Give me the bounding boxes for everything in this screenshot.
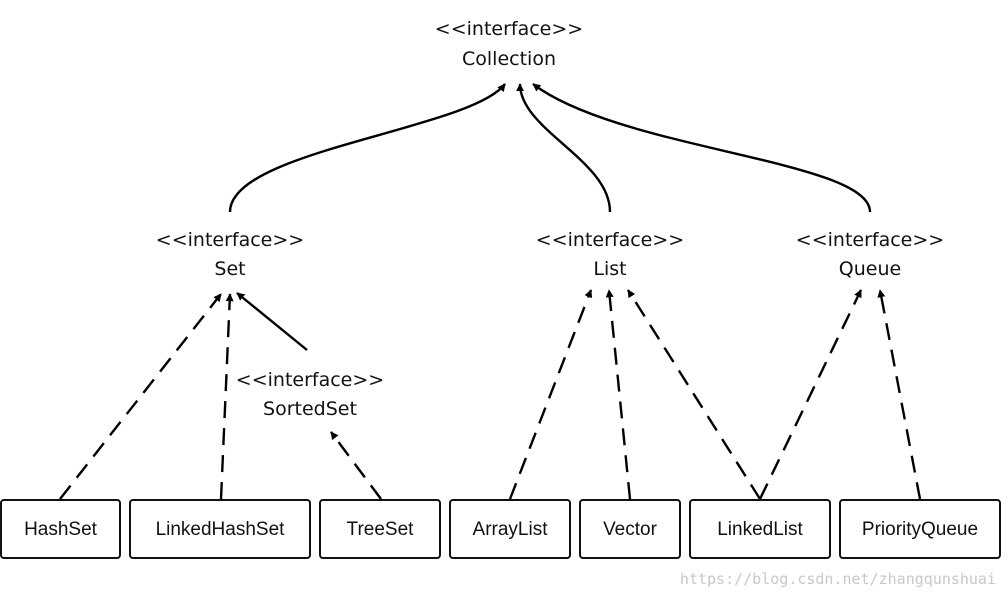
class-hashset: HashSet	[0, 499, 121, 559]
vector-box	[579, 499, 681, 559]
collection-stereotype: <<interface>>	[435, 18, 583, 40]
sortedset-stereotype: <<interface>>	[236, 369, 384, 391]
interface-collection: <<interface>> Collection	[435, 18, 583, 70]
linkedlist-label: LinkedList	[717, 519, 803, 540]
edge-list-to-collection	[516, 83, 612, 213]
edge-arraylist-to-list	[508, 289, 593, 500]
treeset-label: TreeSet	[347, 519, 415, 540]
watermark: https://blog.csdn.net/zhangqunshuai	[680, 570, 996, 588]
interface-list: <<interface>> List	[536, 229, 684, 280]
arraylist-label: ArrayList	[473, 519, 549, 540]
class-priorityqueue: PriorityQueue	[839, 499, 1001, 559]
list-stereotype: <<interface>>	[536, 229, 684, 251]
interface-set: <<interface>> Set	[156, 229, 304, 280]
linkedlist-box	[689, 499, 831, 559]
linkedhashset-box	[129, 499, 311, 559]
arraylist-box	[449, 499, 571, 559]
queue-label: Queue	[839, 258, 901, 280]
edge-linkedlist-to-list	[626, 289, 762, 500]
edge-linkedhashset-to-set	[219, 293, 234, 500]
hashset-label: HashSet	[24, 519, 98, 540]
edge-treeset-to-sortedset	[330, 431, 382, 500]
treeset-box	[319, 499, 441, 559]
edge-set-to-collection	[228, 83, 506, 213]
linkedhashset-label: LinkedHashSet	[156, 519, 286, 540]
edge-queue-to-collection	[532, 83, 872, 213]
class-linkedhashset: LinkedHashSet	[129, 499, 311, 559]
class-arraylist: ArrayList	[449, 499, 571, 559]
collection-label: Collection	[462, 48, 556, 70]
hashset-box	[0, 499, 121, 559]
edge-hashset-to-set	[59, 293, 222, 500]
edge-priorityqueue-to-queue	[877, 289, 922, 500]
set-label: Set	[214, 258, 245, 280]
set-stereotype: <<interface>>	[156, 229, 304, 251]
class-linkedlist: LinkedList	[689, 499, 831, 559]
vector-label: Vector	[603, 519, 658, 540]
edge-sortedset-to-set	[236, 292, 308, 351]
class-vector: Vector	[579, 499, 681, 559]
class-treeset: TreeSet	[319, 499, 441, 559]
list-label: List	[593, 258, 626, 280]
priorityqueue-label: PriorityQueue	[862, 519, 978, 540]
edge-linkedlist-to-queue	[758, 289, 863, 500]
sortedset-label: SortedSet	[263, 398, 357, 420]
queue-stereotype: <<interface>>	[796, 229, 944, 251]
priorityqueue-box	[839, 499, 1001, 559]
interface-queue: <<interface>> Queue	[796, 229, 944, 280]
interface-sortedset: <<interface>> SortedSet	[236, 369, 384, 420]
edge-vector-to-list	[605, 289, 632, 500]
